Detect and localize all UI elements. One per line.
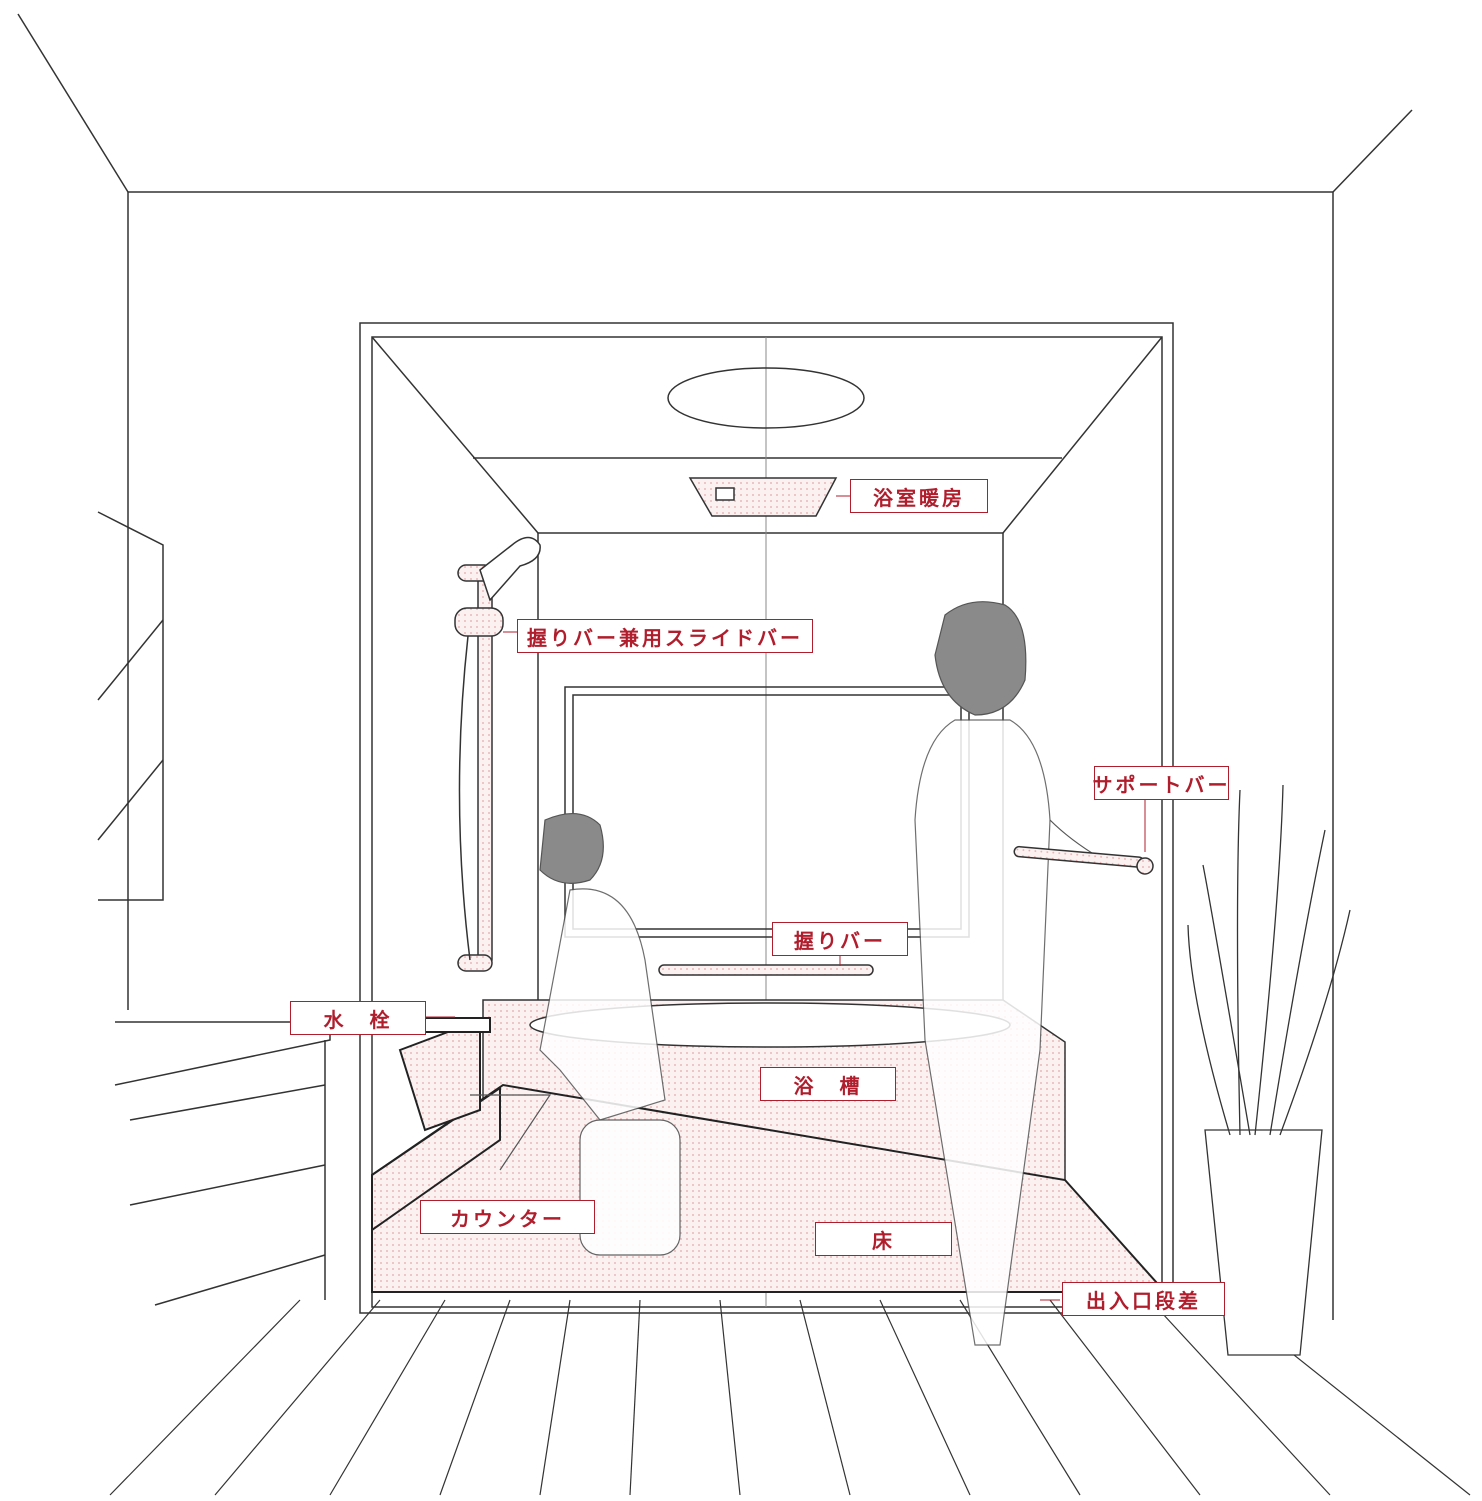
label-faucet: 水 栓 (290, 1001, 426, 1035)
slide-bar (455, 538, 540, 972)
label-entrance-step: 出入口段差 (1062, 1282, 1225, 1316)
label-support-bar: サポートバー (1094, 766, 1229, 800)
label-counter: カウンター (420, 1200, 595, 1234)
plant (1188, 785, 1350, 1355)
label-grab-bar: 握りバー (772, 922, 908, 956)
label-bathtub: 浴 槽 (760, 1067, 896, 1101)
heater-unit (690, 478, 836, 516)
label-floor: 床 (815, 1222, 952, 1256)
label-bathroom-heater: 浴室暖房 (850, 479, 988, 513)
label-grab-bar-slide-bar: 握りバー兼用スライドバー (517, 619, 813, 653)
